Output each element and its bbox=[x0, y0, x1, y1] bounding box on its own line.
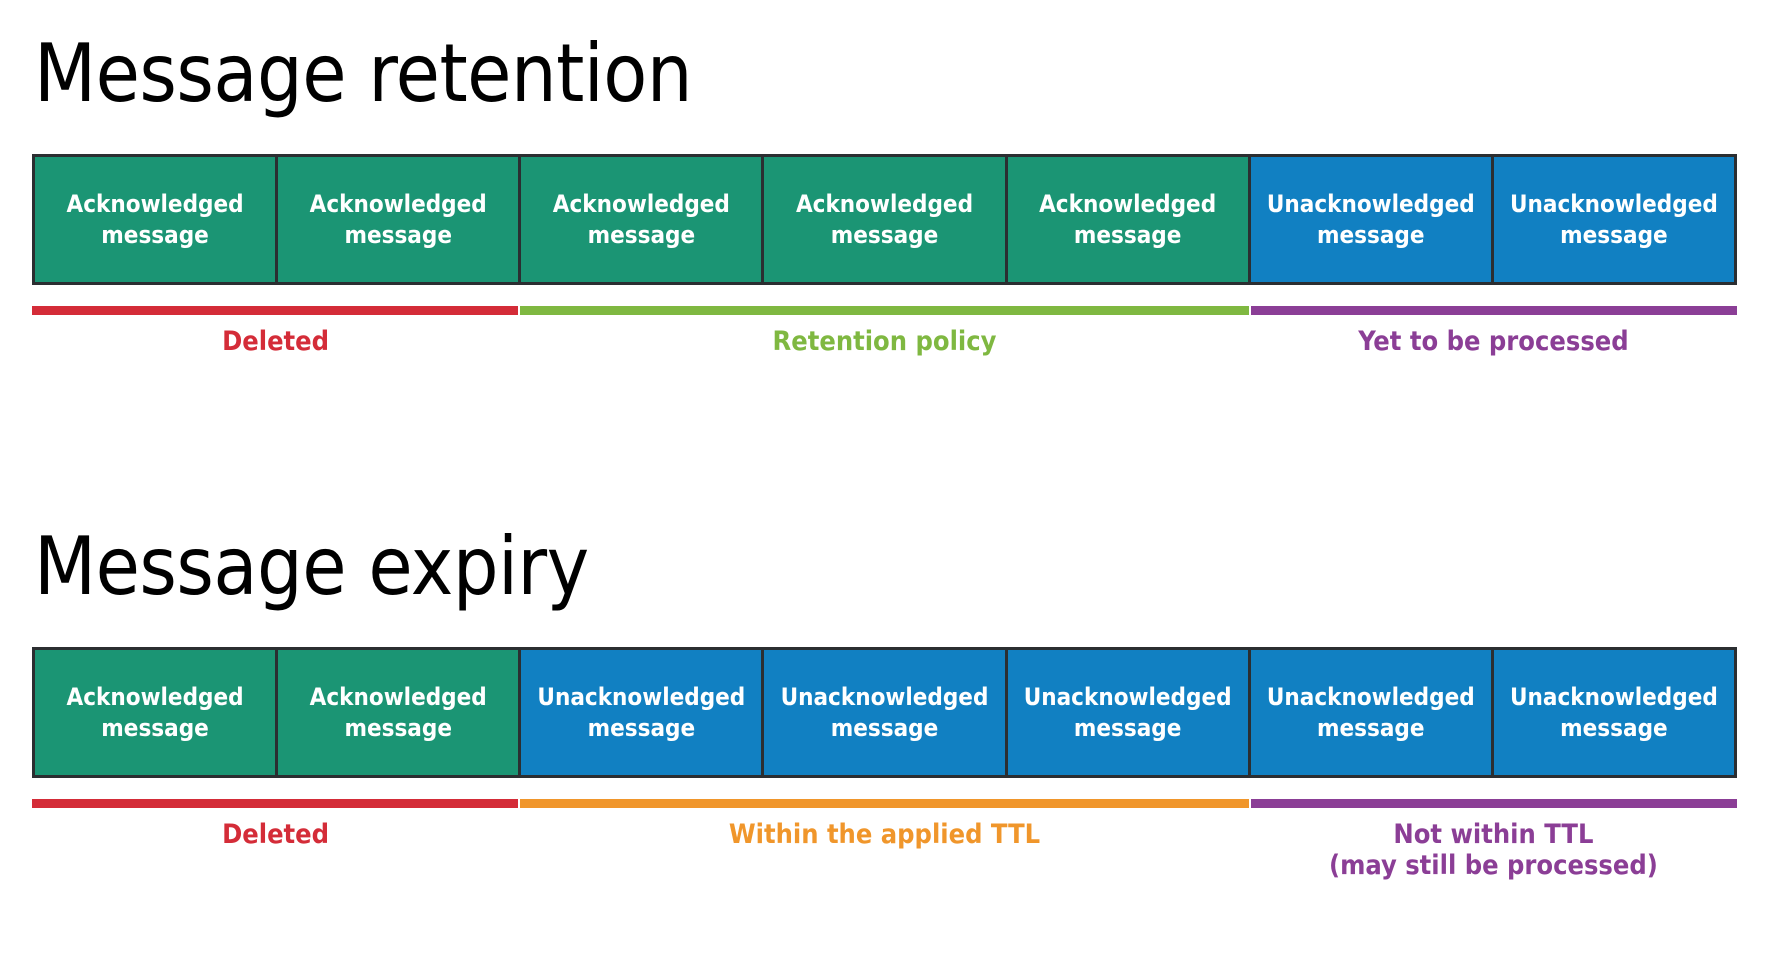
message-box: Unacknowledged message bbox=[1250, 157, 1491, 282]
message-box: Acknowledged message bbox=[35, 157, 276, 282]
message-box-label: Acknowledged message bbox=[1039, 189, 1217, 249]
message-box: Unacknowledged message bbox=[521, 650, 762, 775]
legend-label-retention-policy: Retention policy bbox=[772, 326, 997, 357]
message-box: Acknowledged message bbox=[521, 157, 762, 282]
legend-bar-yet-to-be-processed bbox=[1251, 306, 1737, 315]
message-box-label: Unacknowledged message bbox=[1266, 682, 1475, 742]
legend-bar-deleted bbox=[32, 306, 518, 315]
message-box: Acknowledged message bbox=[35, 650, 276, 775]
page-title-message-expiry: Message expiry bbox=[34, 520, 589, 613]
legend-bar-not-within-ttl bbox=[1251, 799, 1737, 808]
message-box-label: Unacknowledged message bbox=[1266, 189, 1475, 249]
page-title-message-retention: Message retention bbox=[34, 27, 692, 120]
message-box-label: Unacknowledged message bbox=[1509, 189, 1718, 249]
legend-bar-within-ttl bbox=[520, 799, 1249, 808]
message-box: Acknowledged message bbox=[1007, 157, 1248, 282]
legend-retention: Deleted Retention policy Yet to be proce… bbox=[32, 306, 1737, 357]
message-box-label: Unacknowledged message bbox=[1023, 682, 1232, 742]
legend-bar-deleted bbox=[32, 799, 518, 808]
message-box-label: Acknowledged message bbox=[66, 682, 244, 742]
message-box: Unacknowledged message bbox=[764, 650, 1005, 775]
message-box-label: Acknowledged message bbox=[309, 189, 487, 249]
message-box-label: Unacknowledged message bbox=[537, 682, 746, 742]
legend-label-deleted: Deleted bbox=[222, 326, 330, 357]
legend-bars bbox=[32, 799, 1737, 808]
section-message-retention: Message retention Acknowledged message A… bbox=[32, 34, 1737, 357]
message-box-label: Acknowledged message bbox=[309, 682, 487, 742]
legend-label-within-ttl: Within the applied TTL bbox=[728, 819, 1041, 850]
message-box: Unacknowledged message bbox=[1250, 650, 1491, 775]
legend-bar-retention-policy bbox=[520, 306, 1249, 315]
message-box-label: Acknowledged message bbox=[795, 189, 974, 249]
message-box: Unacknowledged message bbox=[1007, 650, 1248, 775]
section-message-expiry: Message expiry Acknowledged message Ackn… bbox=[32, 527, 1737, 881]
legend-label-deleted: Deleted bbox=[222, 819, 330, 850]
legend-expiry: Deleted Within the applied TTL Not withi… bbox=[32, 799, 1737, 881]
legend-bars bbox=[32, 306, 1737, 315]
message-row-retention: Acknowledged message Acknowledged messag… bbox=[32, 154, 1737, 285]
legend-label-yet-to-be-processed: Yet to be processed bbox=[1358, 326, 1629, 357]
message-box: Acknowledged message bbox=[278, 650, 519, 775]
message-box: Acknowledged message bbox=[278, 157, 519, 282]
message-box-label: Unacknowledged message bbox=[780, 682, 989, 742]
message-box: Unacknowledged message bbox=[1493, 157, 1734, 282]
message-box-label: Acknowledged message bbox=[66, 189, 244, 249]
legend-labels: Deleted Within the applied TTL Not withi… bbox=[32, 819, 1737, 881]
message-box: Acknowledged message bbox=[764, 157, 1005, 282]
message-box: Unacknowledged message bbox=[1493, 650, 1734, 775]
message-box-label: Unacknowledged message bbox=[1509, 682, 1718, 742]
message-row-expiry: Acknowledged message Acknowledged messag… bbox=[32, 647, 1737, 778]
message-box-label: Acknowledged message bbox=[552, 189, 730, 249]
legend-labels: Deleted Retention policy Yet to be proce… bbox=[32, 326, 1737, 357]
legend-label-not-within-ttl: Not within TTL (may still be processed) bbox=[1328, 819, 1658, 882]
